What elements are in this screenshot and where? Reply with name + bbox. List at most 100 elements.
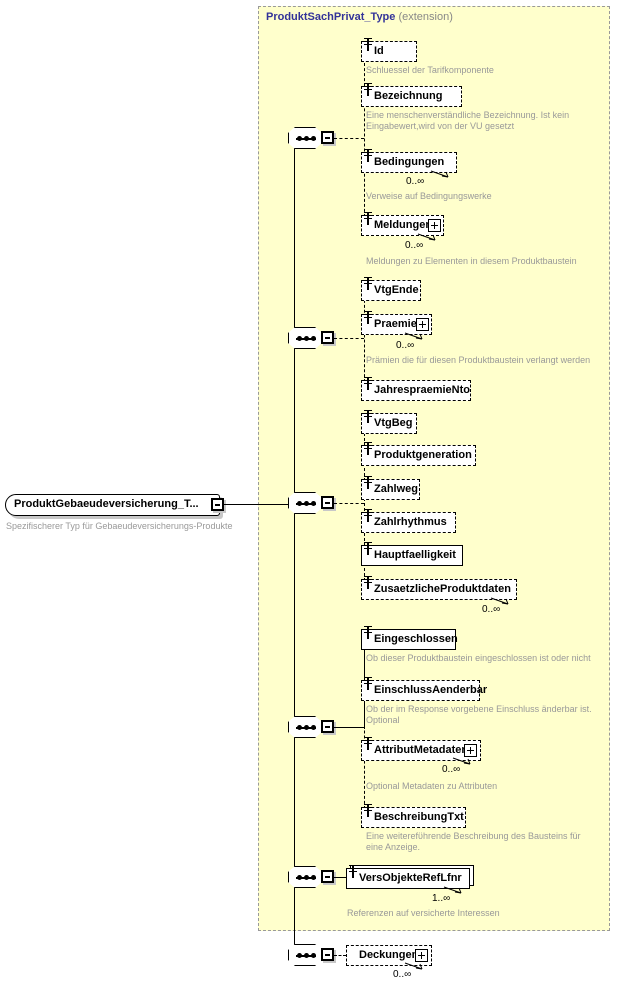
repeat-loop-icon [404,332,426,341]
element-description: Ob der im Response vorgebene Einschluss … [366,704,592,725]
group-2-stem-line [334,338,364,339]
sequence-connector-5[interactable] [288,866,334,891]
expand-plus-icon[interactable] [464,744,477,757]
group-6-stem-line [334,955,346,956]
element-node-zahlweg[interactable]: Zahlweg [361,476,422,502]
sequence-connector-2[interactable] [288,327,334,352]
attribute-marker-icon [364,542,372,555]
group-5-stem-line [334,877,346,878]
root-collapse-toggle-icon[interactable] [211,498,224,511]
element-node-eingeschlossen[interactable]: Eingeschlossen [361,626,458,652]
element-node-versobjektereflfnr[interactable]: VersObjekteRefLfnr [346,865,472,891]
element-node-praemie[interactable]: Praemie [361,311,434,337]
extension-type-name: ProduktSachPrivat_Type [266,11,396,23]
element-node-deckungen[interactable]: Deckungen [346,945,434,968]
element-label: Praemie [374,318,417,330]
element-node-hauptfaelligkeit[interactable]: Hauptfaelligkeit [361,542,465,568]
attribute-marker-icon [364,476,372,489]
root-element-label: ProduktGebaeudeversicherung_T... [14,498,199,510]
repeat-loop-icon [443,886,465,895]
sequence-icon [288,127,322,149]
attribute-marker-icon [349,865,357,878]
element-node-meldungen[interactable]: Meldungen [361,212,446,238]
element-node-produktgeneration[interactable]: Produktgeneration [361,442,478,468]
cardinality-label: 0..∞ [393,969,412,980]
element-label: VersObjekteRefLfnr [359,872,462,884]
cardinality-label: 0..∞ [405,240,424,251]
element-label: AttributMetadaten [374,744,469,756]
attribute-marker-icon [364,377,372,390]
group-2-branch-line [364,290,365,392]
attribute-marker-icon [364,677,372,690]
attribute-marker-icon [364,576,372,589]
sequence-collapse-toggle-icon[interactable] [321,496,334,509]
element-description: Referenzen auf versicherte Interessen [347,908,500,918]
attribute-marker-icon [364,804,372,817]
attribute-marker-icon [364,149,372,162]
element-description: Prämien die für diesen Produktbaustein v… [366,355,591,365]
attribute-marker-icon [364,277,372,290]
attribute-marker-icon [364,442,372,455]
repeat-loop-icon [417,233,439,242]
sequence-connector-3[interactable] [288,492,334,517]
element-node-bedingungen[interactable]: Bedingungen [361,149,459,175]
sequence-collapse-toggle-icon[interactable] [321,948,334,961]
cardinality-label: 0..∞ [482,604,501,615]
extension-qualifier: (extension) [398,11,453,23]
root-element-description: Spezifischerer Typ für Gebaeudeversicher… [6,521,233,531]
cardinality-label: 1..∞ [432,893,451,904]
element-label: Hauptfaelligkeit [374,549,456,561]
group-3-branch-line [364,423,365,591]
element-label: Deckungen [359,949,419,961]
attribute-marker-icon [364,737,372,750]
sequence-collapse-toggle-icon[interactable] [321,131,334,144]
element-label: Eingeschlossen [374,633,458,645]
sequence-icon [288,716,322,738]
attribute-marker-icon [364,509,372,522]
expand-plus-icon[interactable] [428,219,441,232]
sequence-icon [288,944,322,966]
element-label: EinschlussAenderbar [374,684,488,696]
expand-plus-icon[interactable] [415,949,428,962]
element-node-zusaetzlicheproduktdaten[interactable]: ZusaetzlicheProduktdaten [361,576,519,602]
element-description: Schluessel der Tarifkomponente [366,65,494,75]
element-node-beschreibungtxt[interactable]: BeschreibungTxt [361,804,468,830]
element-label: Meldungen [374,219,433,231]
expand-plus-icon[interactable] [416,318,429,331]
sequence-connector-6[interactable] [288,944,334,969]
group-4-branch-line [364,650,365,819]
element-label: Zahlrhythmus [374,516,447,528]
element-node-id[interactable]: Id [361,38,419,64]
repeat-loop-icon [404,962,426,971]
element-node-jahrespraemiento[interactable]: JahrespraemieNto [361,377,473,403]
repeat-loop-icon [490,597,512,606]
attribute-marker-icon [364,212,372,225]
element-label: Zahlweg [374,483,419,495]
group-1-branch-line [364,53,365,227]
repeat-loop-icon [452,757,474,766]
element-label: Id [374,45,384,57]
element-label: BeschreibungTxt [374,811,464,823]
sequence-collapse-toggle-icon[interactable] [321,870,334,883]
group-3-stem-line [334,503,364,504]
cardinality-label: 0..∞ [442,764,461,775]
sequence-connector-1[interactable] [288,127,334,152]
element-description: Eine menschenverständliche Bezeichnung. … [366,110,570,131]
element-label: VtgEnde [374,284,419,296]
cardinality-label: 0..∞ [406,176,425,187]
element-label: JahrespraemieNto [374,384,470,396]
group-4-stem-line [334,727,364,728]
element-node-einschlussaenderbar[interactable]: EinschlussAenderbar [361,677,487,703]
sequence-collapse-toggle-icon[interactable] [321,720,334,733]
sequence-connector-4[interactable] [288,716,334,741]
element-node-vtgende[interactable]: VtgEnde [361,277,423,303]
sequence-collapse-toggle-icon[interactable] [321,331,334,344]
element-label: Bezeichnung [374,90,443,102]
root-element-box[interactable]: ProduktGebaeudeversicherung_T... [5,494,220,516]
element-description: Eine weiterefϋhrende Beschreibung des Ba… [366,831,581,852]
element-node-bezeichnung[interactable]: Bezeichnung [361,83,464,109]
element-node-attributmetadaten[interactable]: AttributMetadaten [361,737,483,763]
element-node-zahlrhythmus[interactable]: Zahlrhythmus [361,509,458,535]
element-node-vtgbeg[interactable]: VtgBeg [361,410,419,436]
